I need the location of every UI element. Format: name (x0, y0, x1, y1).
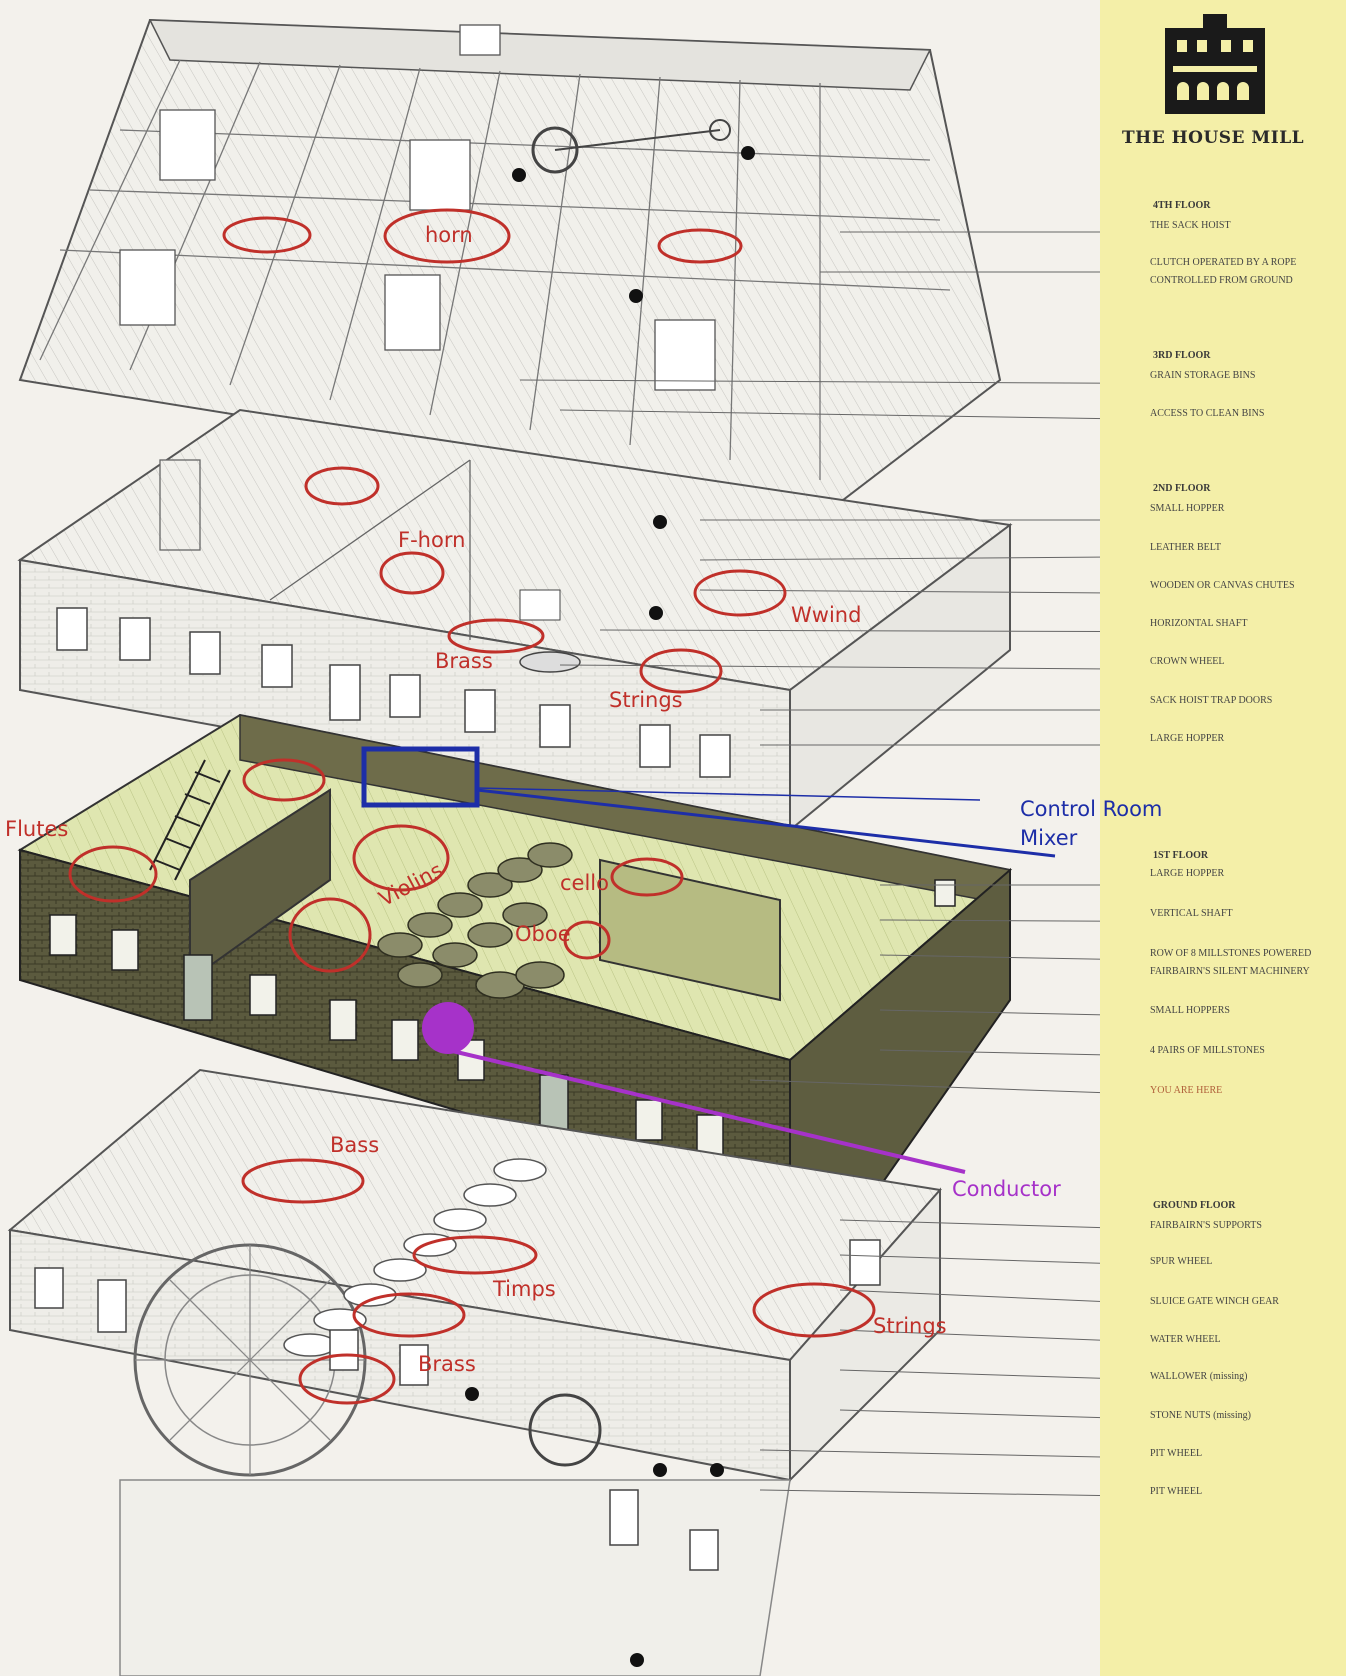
control-room-marker (361, 746, 480, 808)
label-oboe: Oboe (515, 922, 571, 946)
control-room-pointer (476, 787, 981, 801)
legend-sluice-gate: SLUICE GATE WINCH GEAR (1150, 1296, 1279, 1307)
conductor-pointer (447, 1048, 966, 1174)
second-floor (17, 408, 1013, 833)
legend-spur-wheel: SPUR WHEEL (1150, 1256, 1213, 1267)
marker-strings-ground (752, 1282, 876, 1338)
fourth-floor-roof (18, 18, 1002, 512)
conductor-marker (422, 1002, 474, 1054)
floor-title-2nd: 2ND FLOOR (1153, 483, 1211, 494)
legend-stone-nuts: STONE NUTS (missing) (1150, 1410, 1251, 1421)
legend-large-hopper-2nd: LARGE HOPPER (1150, 733, 1225, 744)
marker-bass (241, 1158, 365, 1204)
legend-small-hoppers: SMALL HOPPERS (1150, 1005, 1230, 1016)
legend-row-millstones: ROW OF 8 MILLSTONES POWERED (1150, 948, 1312, 959)
legend-crown-wheel: CROWN WHEEL (1150, 656, 1225, 667)
legend-trap-doors: SACK HOIST TRAP DOORS (1150, 695, 1273, 706)
label-flutes: Flutes (5, 817, 69, 841)
legend-horizontal-shaft: HORIZONTAL SHAFT (1150, 618, 1248, 629)
marker-1st-back (242, 758, 326, 802)
marker-horn (383, 208, 511, 264)
legend-small-hopper: SMALL HOPPER (1150, 503, 1225, 514)
marker-violins (288, 897, 372, 973)
legend-water-wheel: WATER WHEEL (1150, 1334, 1221, 1345)
marker-brass-ground-2 (298, 1353, 396, 1405)
marker-strings-2nd (639, 648, 723, 694)
label-conductor: Conductor (952, 1177, 1061, 1201)
label-mixer: Mixer (1020, 826, 1078, 850)
legend-controlled: CONTROLLED FROM GROUND (1150, 275, 1293, 286)
legend-vertical-shaft: VERTICAL SHAFT (1150, 908, 1233, 919)
legend-pit-wheel-1: PIT WHEEL (1150, 1448, 1203, 1459)
label-brass-2nd: Brass (435, 649, 493, 673)
label-cello: cello (560, 871, 609, 895)
ground-floor (7, 1068, 942, 1676)
legend-pit-wheel-2: PIT WHEEL (1150, 1486, 1203, 1497)
label-fhorn: F-horn (398, 528, 466, 552)
floor-title-1st: 1ST FLOOR (1153, 850, 1209, 861)
marker-4th-right (657, 228, 743, 264)
label-wwind: Wwind (791, 603, 862, 627)
legend-you-are-here: YOU ARE HERE (1150, 1085, 1223, 1096)
marker-oboe (563, 920, 611, 960)
label-strings-ground: Strings (873, 1314, 947, 1338)
floor-title-4th: 4TH FLOOR (1153, 200, 1211, 211)
legend-access-bins: ACCESS TO CLEAN BINS (1150, 408, 1265, 419)
marker-wwind (693, 569, 787, 617)
marker-violins-back (352, 824, 450, 892)
legend-wallower: WALLOWER (missing) (1150, 1371, 1248, 1382)
section-markers (68, 208, 876, 1405)
marker-brass-ground (352, 1292, 466, 1338)
marker-flutes (68, 845, 158, 903)
legend-fairbairn-supports: FAIRBAIRN'S SUPPORTS (1150, 1220, 1262, 1231)
marker-fhorn (379, 551, 445, 595)
marker-3rd (304, 466, 380, 506)
legend-sack-hoist: THE SACK HOIST (1150, 220, 1231, 231)
legend-clutch: CLUTCH OPERATED BY A ROPE (1150, 257, 1297, 268)
legend-pairs-millstones: 4 PAIRS OF MILLSTONES (1150, 1045, 1265, 1056)
panel-title: THE HOUSE MILL (1122, 128, 1305, 148)
label-bass: Bass (330, 1133, 380, 1157)
marker-timps (412, 1235, 538, 1275)
legend-large-hopper-1st: LARGE HOPPER (1150, 868, 1225, 879)
marker-brass-2nd (447, 618, 545, 654)
legend-grain-bins: GRAIN STORAGE BINS (1150, 370, 1256, 381)
label-strings-2nd: Strings (609, 688, 683, 712)
label-timps: Timps (493, 1277, 556, 1301)
marker-cello (610, 857, 684, 897)
legend-leather-belt: LEATHER BELT (1150, 542, 1222, 553)
label-horn: horn (425, 223, 473, 247)
legend-fairbairn-machinery: FAIRBAIRN'S SILENT MACHINERY (1150, 966, 1310, 977)
legend-panel (1100, 0, 1346, 1676)
house-mill-logo (1165, 14, 1265, 114)
floor-title-3rd: 3RD FLOOR (1153, 350, 1211, 361)
legend-chutes: WOODEN OR CANVAS CHUTES (1150, 580, 1295, 591)
label-brass-ground: Brass (418, 1352, 476, 1376)
mixer-pointer (476, 788, 1056, 858)
floor-title-ground: GROUND FLOOR (1153, 1200, 1236, 1211)
marker-4th-left (222, 216, 312, 254)
label-control-room: Control Room (1020, 797, 1163, 821)
